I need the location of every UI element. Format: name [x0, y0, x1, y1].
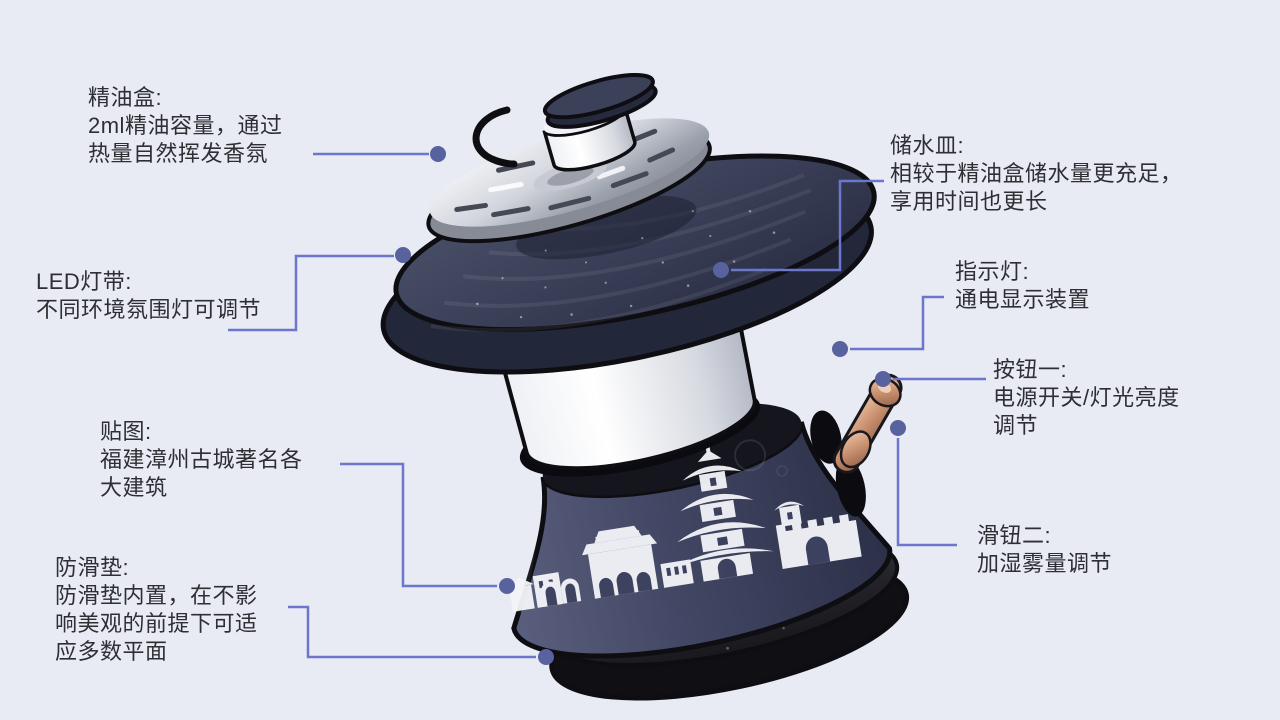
leader-dots: [395, 146, 906, 665]
outline-swoosh: [472, 106, 518, 168]
annotation-button-one: 按钮一: 电源开关/灯光亮度 调节: [993, 356, 1180, 440]
shade-speckles: [476, 209, 776, 319]
annotation-title: 储水皿:: [890, 133, 965, 158]
side-buttons: [810, 373, 903, 517]
annotation-line: 防滑垫内置，在不影: [55, 583, 258, 608]
annotation-line: 响美观的前提下可适: [55, 611, 258, 636]
annotation-line: 福建漳州古城著名各: [100, 447, 303, 472]
annotation-line: 通电显示装置: [955, 287, 1091, 312]
leader-water-dish: [731, 179, 884, 272]
leader-indicator: [850, 295, 944, 351]
annotation-line: 享用时间也更长: [890, 189, 1048, 214]
leader-dot-icon: [430, 146, 446, 162]
annotation-title: 指示灯:: [955, 259, 1030, 284]
annotation-title: 贴图:: [100, 419, 152, 444]
annotation-title: 精油盒:: [88, 85, 163, 110]
top-cap: [542, 73, 658, 129]
annotation-line: 加湿雾量调节: [977, 551, 1113, 576]
leader-lines: [228, 152, 986, 659]
leader-decal: [340, 462, 497, 588]
annotation-title: LED灯带:: [36, 269, 132, 294]
city-decal: [506, 445, 862, 612]
annotation-line: 大建筑: [100, 475, 168, 500]
annotation-title: 按钮一:: [993, 357, 1068, 382]
leader-dot-icon: [713, 262, 729, 278]
copper-button-and-slider: [832, 373, 903, 474]
leader-dot-icon: [832, 341, 848, 357]
moon-decoration: [734, 439, 767, 472]
annotation-slider-two: 滑钮二: 加湿雾量调节: [977, 522, 1112, 578]
annotation-line: 2ml精油容量，通过: [88, 113, 283, 138]
annotation-decal: 贴图: 福建漳州古城著名各 大建筑: [100, 418, 303, 502]
leader-slider-two: [896, 438, 957, 547]
annotation-line: 应多数平面: [55, 639, 168, 664]
leader-antislip: [288, 605, 536, 659]
annotation-line: 不同环境氛围灯可调节: [36, 297, 262, 322]
annotation-line: 热量自然挥发香氛: [88, 141, 269, 166]
annotation-title: 防滑垫:: [55, 555, 130, 580]
annotation-antislip-pad: 防滑垫: 防滑垫内置，在不影 响美观的前提下可适 应多数平面: [55, 554, 258, 666]
annotation-line: 相较于精油盒储水量更充足，: [890, 161, 1183, 186]
annotation-indicator-light: 指示灯: 通电显示装置: [955, 258, 1090, 314]
annotation-water-dish: 储水皿: 相较于精油盒储水量更充足， 享用时间也更长: [890, 132, 1183, 216]
leader-dot-icon: [890, 420, 906, 436]
annotation-oil-box: 精油盒: 2ml精油容量，通过 热量自然挥发香氛: [88, 84, 282, 168]
leader-dot-icon: [538, 649, 554, 665]
annotation-line: 电源开关/灯光亮度: [993, 385, 1180, 410]
leader-dot-icon: [499, 578, 515, 594]
leader-led-strip: [228, 254, 394, 332]
leader-dot-icon: [875, 371, 891, 387]
annotation-line: 调节: [993, 413, 1039, 438]
annotation-title: 滑钮二:: [977, 523, 1052, 548]
leader-dot-icon: [395, 247, 411, 263]
annotation-led-strip: LED灯带: 不同环境氛围灯可调节: [36, 268, 261, 324]
